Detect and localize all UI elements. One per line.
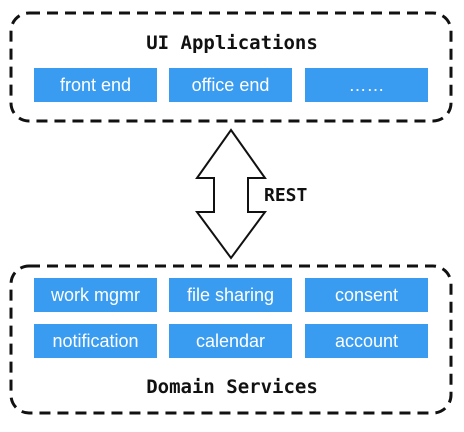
service-box-consent: consent: [305, 278, 428, 312]
service-box-work-mgmr: work mgmr: [34, 278, 157, 312]
rest-label: REST: [264, 185, 308, 206]
domain-services-container: [9, 264, 453, 415]
bidirectional-arrow-icon: [195, 128, 267, 260]
domain-services-title: Domain Services: [146, 376, 318, 398]
app-box-more: ……: [305, 68, 428, 102]
service-box-calendar: calendar: [169, 324, 292, 358]
service-box-notification: notification: [34, 324, 157, 358]
service-box-account: account: [305, 324, 428, 358]
ui-applications-container: [9, 11, 453, 123]
ui-applications-title: UI Applications: [146, 32, 318, 54]
app-box-office-end: office end: [169, 68, 292, 102]
service-box-file-sharing: file sharing: [169, 278, 292, 312]
app-box-front-end: front end: [34, 68, 157, 102]
